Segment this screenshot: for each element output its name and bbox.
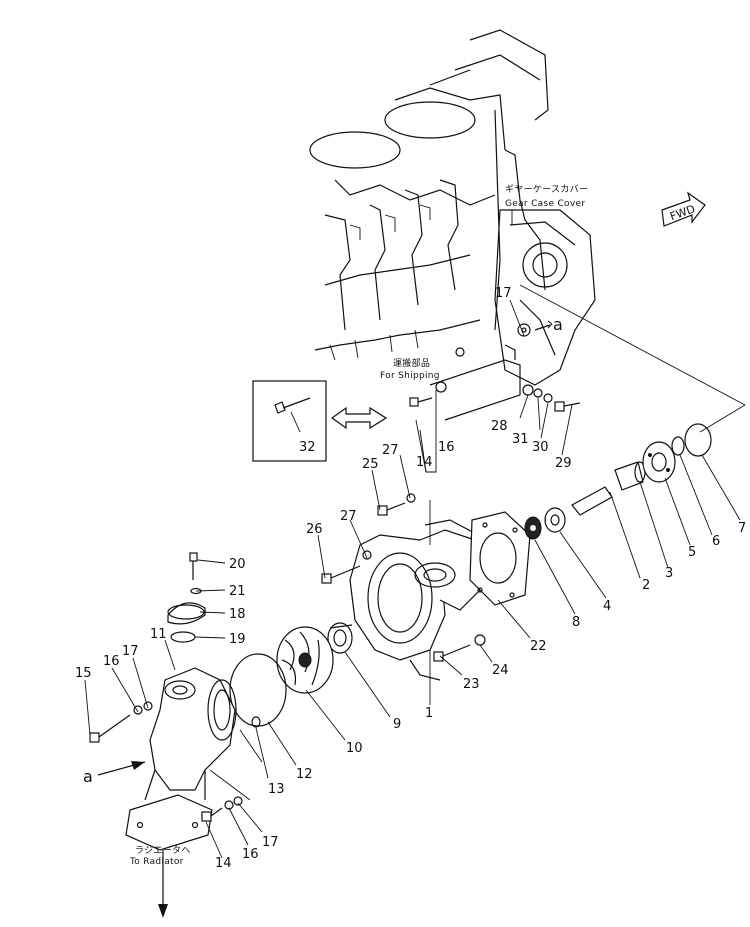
callout-24: 24 — [492, 663, 509, 678]
impeller-10 — [276, 626, 334, 694]
callout-27-top: 27 — [382, 443, 399, 458]
callout-16-top: 16 — [438, 440, 455, 455]
callout-9: 9 — [393, 717, 401, 732]
callout-4: 4 — [603, 599, 611, 614]
callout-7: 7 — [738, 521, 746, 536]
fwd-arrow-icon: FWD — [661, 191, 706, 227]
callout-2: 2 — [642, 578, 650, 593]
double-arrow-icon — [330, 406, 388, 430]
callout-21: 21 — [229, 584, 246, 599]
callout-5: 5 — [688, 545, 696, 560]
gear-case-label-jp: ギヤーケースカバー — [505, 184, 588, 195]
callout-13: 13 — [268, 782, 285, 797]
callout-3: 3 — [665, 566, 673, 581]
callout-8: 8 — [572, 615, 580, 630]
callout-6: 6 — [712, 534, 720, 549]
callout-28: 28 — [491, 419, 508, 434]
gear-case-label-en: Gear Case Cover — [505, 199, 585, 209]
o-ring-13 — [251, 716, 261, 728]
callout-16-left: 16 — [103, 654, 120, 669]
ref-a-arrow-left — [97, 761, 146, 776]
callout-22: 22 — [530, 639, 547, 654]
seal-9 — [327, 622, 353, 654]
callout-19: 19 — [229, 632, 246, 647]
callout-17-top: 17 — [495, 286, 512, 301]
o-ring-19 — [170, 631, 196, 643]
bolt-20 — [189, 552, 202, 595]
shipping-label-jp: 運搬部品 — [393, 357, 430, 369]
o-ring-12 — [229, 653, 287, 727]
left-bolts — [89, 701, 243, 822]
engine-block — [309, 29, 549, 361]
callout-11: 11 — [150, 627, 167, 642]
callout-1: 1 — [425, 706, 433, 721]
elbow-housing-11 — [125, 667, 263, 851]
callout-15: 15 — [75, 666, 92, 681]
thermostat-cover-18 — [167, 602, 206, 625]
callout-17-left: 17 — [122, 644, 139, 659]
callout-17-bottom: 17 — [262, 835, 279, 850]
callout-31: 31 — [512, 432, 529, 447]
callout-26: 26 — [306, 522, 323, 537]
pump-body — [349, 500, 481, 681]
callout-30: 30 — [532, 440, 549, 455]
callout-12: 12 — [296, 767, 313, 782]
callout-18: 18 — [229, 607, 246, 622]
callout-25: 25 — [362, 457, 379, 472]
shipping-label-en: For Shipping — [380, 371, 440, 381]
callout-20: 20 — [229, 557, 246, 572]
bolt-32-box — [252, 380, 327, 462]
callout-numbers: 1 2 3 4 5 6 7 8 9 10 11 12 13 14 14 15 1… — [75, 286, 746, 871]
ref-a-right: a — [553, 315, 563, 334]
callout-23: 23 — [463, 677, 480, 692]
callout-14-top: 14 — [416, 455, 433, 470]
callout-16-bottom: 16 — [242, 847, 259, 862]
radiator-label-en: To Radiator — [129, 857, 184, 867]
gasket-22 — [469, 511, 531, 606]
to-radiator-arrow — [158, 850, 168, 918]
radiator-label-jp: ラジエータへ — [135, 845, 191, 856]
callout-29: 29 — [555, 456, 572, 471]
callout-14-bottom: 14 — [215, 856, 232, 871]
callout-27-mid: 27 — [340, 509, 357, 524]
leader-lines — [84, 299, 741, 859]
callout-10: 10 — [346, 741, 363, 756]
gear-case-cover: ギヤーケースカバー Gear Case Cover — [494, 184, 596, 386]
callout-32: 32 — [299, 440, 316, 455]
ref-a-left: a — [83, 767, 93, 786]
pump-bolts — [321, 493, 486, 662]
shipping-bracket: 運搬部品 For Shipping — [380, 344, 521, 473]
